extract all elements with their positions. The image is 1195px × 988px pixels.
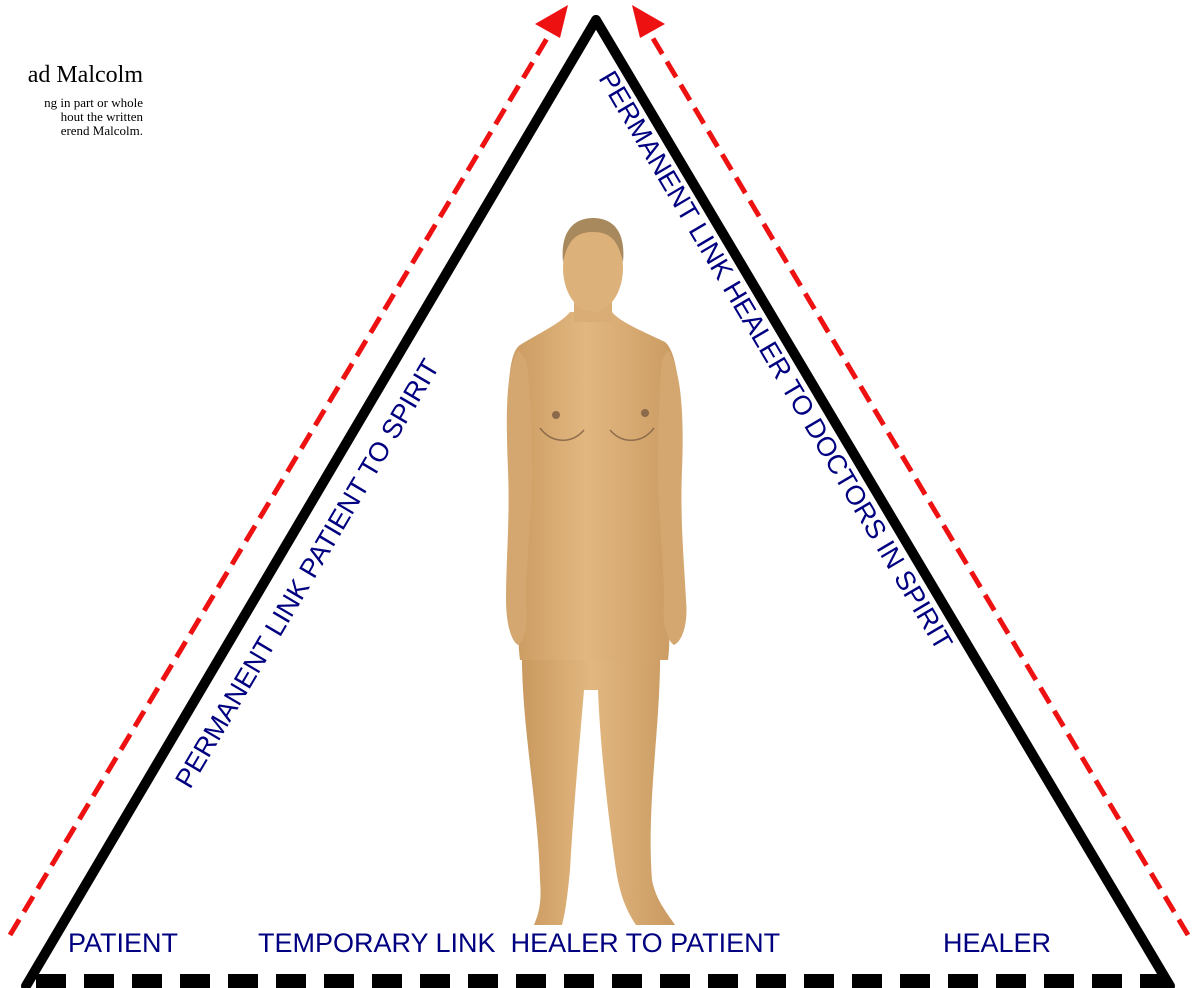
bottom-right-label: HEALER [943, 928, 1051, 958]
bottom-center-label: TEMPORARY LINK HEALER TO PATIENT [258, 928, 780, 958]
left-side-label: PERMANENT LINK PATIENT TO SPIRIT [169, 354, 445, 793]
right-red-arrow [632, 5, 1188, 935]
triangle-right-side [596, 20, 1170, 986]
left-red-arrow [10, 5, 568, 935]
human-figure-icon [506, 218, 687, 925]
bottom-left-label: PATIENT [68, 928, 178, 958]
